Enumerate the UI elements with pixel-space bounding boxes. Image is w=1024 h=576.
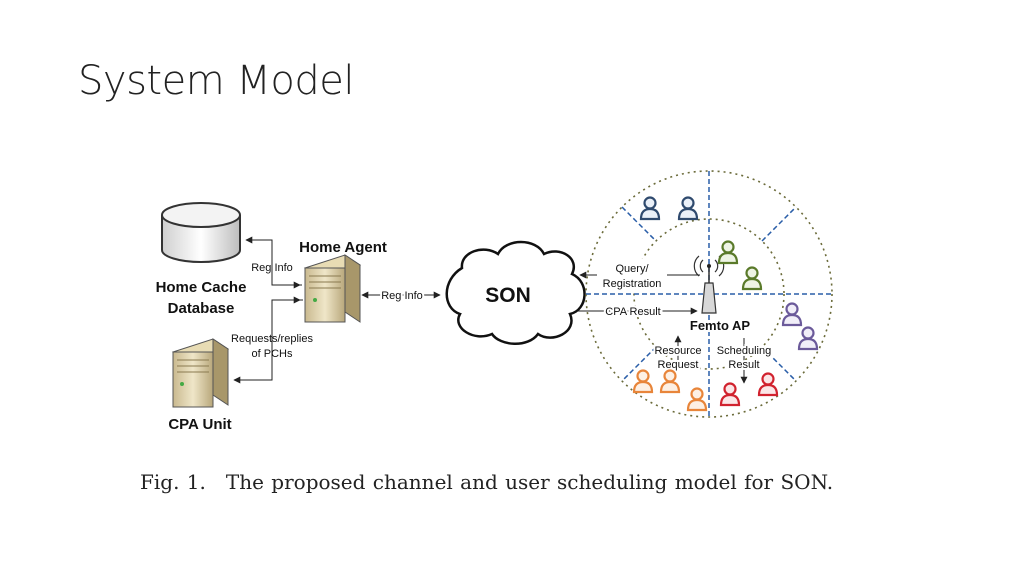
femto-ap-label: Femto AP (690, 318, 751, 333)
reg-info-top-connector (245, 236, 302, 289)
reg-info-mid-label: Reg Info (381, 290, 423, 302)
registration-label: Registration (603, 278, 662, 290)
home-cache-label: Home Cache (156, 279, 247, 296)
user-icon-purple-2 (797, 326, 819, 351)
user-icon-orange-3 (686, 387, 708, 412)
user-group-orange (632, 369, 708, 412)
query-label-backdrop (597, 259, 667, 291)
cpa-unit-server-icon (171, 338, 230, 408)
figure-number: Fig. 1. (140, 470, 206, 494)
user-group-blue (639, 196, 699, 221)
figure-caption-text: The proposed channel and user scheduling… (225, 470, 834, 494)
slide-title: System Model (78, 58, 354, 104)
son-cloud-icon (445, 240, 586, 345)
cpa-unit-label: CPA Unit (168, 416, 231, 433)
femto-ap-antenna-icon (693, 255, 725, 314)
user-icon-orange-1 (632, 369, 654, 394)
query-label: Query/ (615, 263, 649, 275)
user-icon-blue-1 (639, 196, 661, 221)
user-icon-blue-2 (677, 196, 699, 221)
home-cache-database-icon (161, 202, 241, 263)
resource-label: Resource (654, 345, 701, 357)
user-icon-green-2 (741, 266, 763, 291)
cpa-result-label: CPA Result (605, 306, 660, 318)
requests-replies-connector (233, 296, 303, 384)
result-label: Result (728, 359, 759, 371)
user-icon-purple-1 (781, 302, 803, 327)
requests-replies-label: Requests/replies (231, 333, 313, 345)
of-pchs-label: of PCHs (252, 348, 293, 360)
database-label: Database (168, 300, 235, 317)
son-label: SON (485, 284, 531, 307)
reg-info-top-label: Reg Info (251, 262, 293, 274)
user-group-red (719, 372, 779, 407)
user-icon-orange-2 (659, 369, 681, 394)
user-group-green (717, 240, 763, 291)
scheduling-label: Scheduling (717, 345, 771, 357)
user-icon-green-1 (717, 240, 739, 265)
home-agent-server-icon (303, 254, 362, 323)
user-icon-red-2 (757, 372, 779, 397)
request-label: Request (658, 359, 699, 371)
user-icon-red-1 (719, 382, 741, 407)
home-agent-label: Home Agent (299, 239, 387, 256)
figure-caption: Fig. 1. The proposed channel and user sch… (140, 470, 833, 494)
outer-cell-circle (585, 170, 833, 418)
user-group-purple (781, 302, 819, 351)
